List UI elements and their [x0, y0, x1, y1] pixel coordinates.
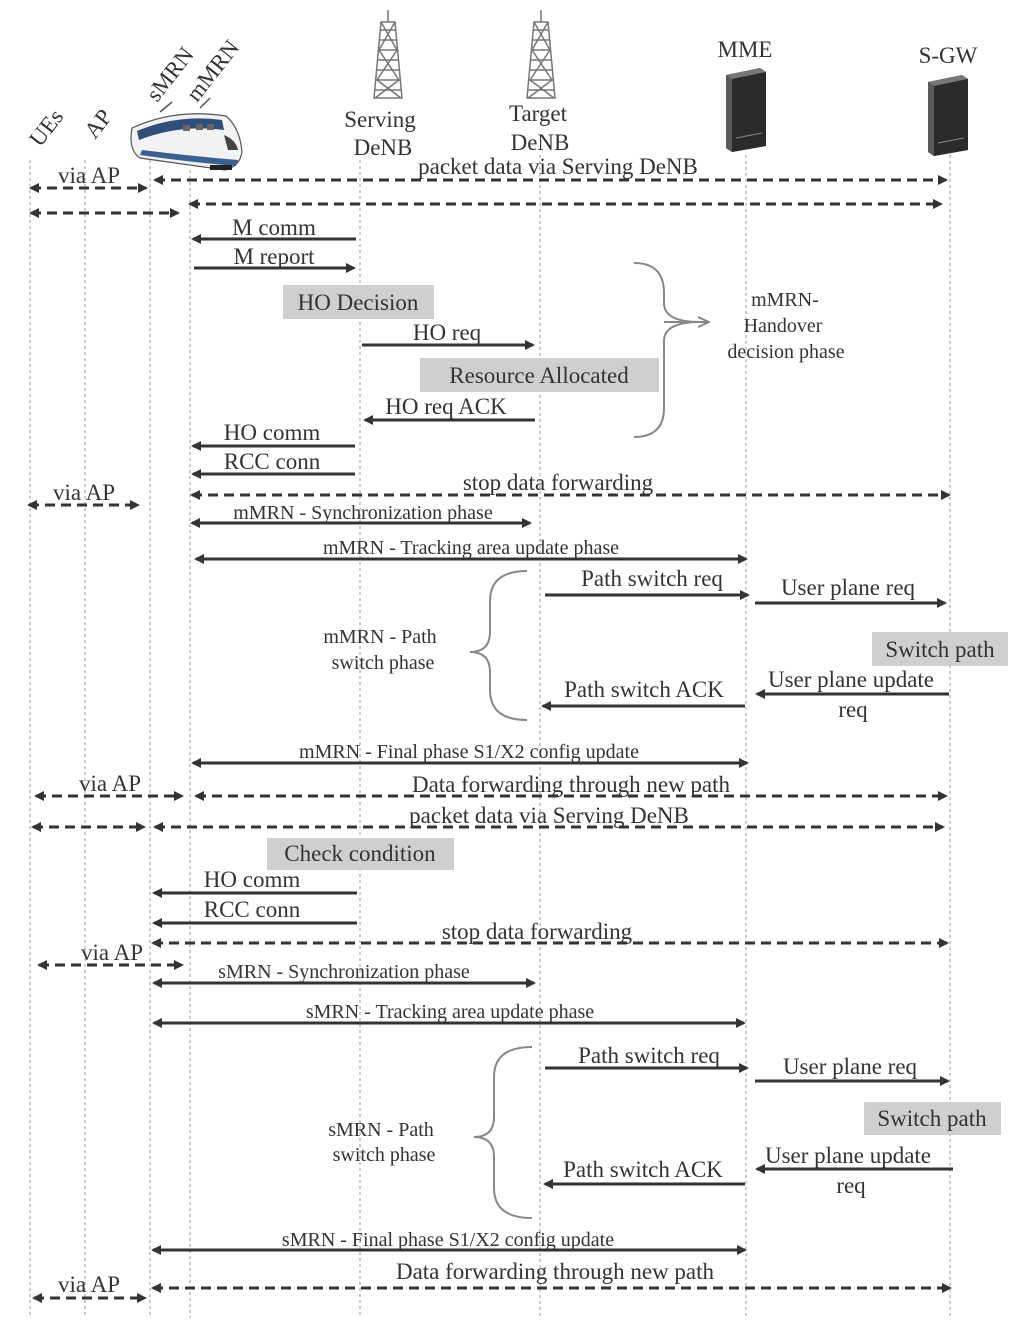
lifelines — [29, 155, 951, 1318]
ho-req-ack-label: HO req ACK — [385, 394, 507, 419]
message-arrows — [27, 175, 953, 1303]
switch-path-box-2 — [864, 1102, 1001, 1135]
user-plane-update-label-1b: req — [838, 697, 868, 722]
ho-decision-label: HO Decision — [298, 290, 419, 315]
data-forwarding-label-2: Data forwarding through new path — [396, 1259, 715, 1284]
mme-label: MME — [718, 37, 773, 62]
data-forwarding-label-1: Data forwarding through new path — [412, 772, 731, 797]
sgw-server-icon — [928, 75, 968, 156]
rcc-conn-label-2: RCC conn — [204, 897, 301, 922]
packet-data-label-2: packet data via Serving DeNB — [409, 803, 689, 828]
mmrn-label: mMRN — [181, 35, 244, 106]
ap-label: AP — [79, 105, 117, 144]
target-denb-label-line1: Target — [509, 101, 568, 126]
message-labels: via AP packet data via Serving DeNB M co… — [53, 154, 934, 1297]
state-boxes: HO Decision Resource Allocated Switch pa… — [267, 285, 1008, 1135]
path-switch-req-label-2: Path switch req — [578, 1043, 720, 1068]
packet-data-label-1: packet data via Serving DeNB — [418, 154, 698, 179]
target-denb-tower-icon — [526, 10, 556, 99]
smrn-path-switch-note-line1: sMRN - Path — [328, 1119, 434, 1141]
handover-decision-note-line1: mMRN- — [751, 289, 819, 311]
smrn-tau-label: sMRN - Tracking area update phase — [306, 1001, 594, 1023]
ues-label: UEs — [24, 104, 68, 151]
handover-decision-note-line2: Handover — [744, 315, 823, 337]
serving-denb-tower-icon — [373, 10, 403, 99]
rcc-conn-label-1: RCC conn — [224, 449, 321, 474]
check-condition-box — [267, 838, 454, 870]
phase-notes: mMRN- Handover decision phase mMRN - Pat… — [323, 289, 844, 1166]
switch-path-label-2: Switch path — [877, 1106, 987, 1131]
check-condition-label: Check condition — [284, 841, 436, 866]
user-plane-req-label-1: User plane req — [781, 575, 916, 600]
stop-forwarding-label-1: stop data forwarding — [463, 470, 654, 495]
smrn-sync-label: sMRN - Synchronization phase — [218, 961, 470, 983]
user-plane-update-label-2a: User plane update — [765, 1143, 931, 1168]
sgw-label: S-GW — [919, 43, 978, 68]
via-ap-label-2: via AP — [53, 480, 115, 505]
mmrn-path-switch-note-line2: switch phase — [332, 652, 435, 674]
serving-denb-label-line1: Serving — [344, 107, 416, 132]
mmrn-sync-label: mMRN - Synchronization phase — [233, 502, 493, 524]
ho-comm-label-2: HO comm — [204, 867, 301, 892]
train-icon — [130, 97, 243, 171]
m-comm-label: M comm — [232, 215, 316, 240]
via-ap-label-3: via AP — [79, 771, 141, 796]
serving-denb-label-line2: DeNB — [354, 135, 413, 160]
smrn-final-label: sMRN - Final phase S1/X2 config update — [282, 1229, 614, 1251]
switch-path-box-1 — [872, 632, 1008, 666]
via-ap-label-4: via AP — [81, 940, 143, 965]
user-plane-update-label-1a: User plane update — [768, 667, 934, 692]
ho-decision-box — [283, 285, 434, 319]
mmrn-tau-label: mMRN - Tracking area update phase — [323, 537, 619, 559]
stop-forwarding-label-2: stop data forwarding — [442, 919, 633, 944]
path-switch-req-label-1: Path switch req — [581, 566, 723, 591]
mmrn-final-label: mMRN - Final phase S1/X2 config update — [299, 741, 639, 763]
ho-req-label: HO req — [413, 320, 482, 345]
mmrn-path-switch-note-line1: mMRN - Path — [323, 626, 436, 648]
resource-allocated-box — [420, 358, 659, 392]
phase-braces — [469, 262, 708, 1219]
handover-decision-note-line3: decision phase — [727, 341, 844, 363]
path-switch-ack-label-2: Path switch ACK — [563, 1157, 723, 1182]
via-ap-label-1: via AP — [58, 163, 120, 188]
brace-mmrn-path-switch — [469, 570, 528, 721]
smrn-path-switch-note-line2: switch phase — [333, 1144, 436, 1166]
m-report-label: M report — [233, 244, 315, 269]
ho-comm-label-1: HO comm — [224, 420, 321, 445]
brace-handover-decision — [633, 262, 701, 438]
switch-path-label-1: Switch path — [885, 637, 995, 662]
mme-server-icon — [726, 68, 766, 152]
user-plane-update-label-2b: req — [836, 1173, 866, 1198]
via-ap-label-5: via AP — [58, 1272, 120, 1297]
participant-headers: UEs AP sMRN mMRN Serving DeNB — [24, 10, 978, 171]
resource-allocated-label: Resource Allocated — [449, 363, 629, 388]
brace-smrn-path-switch — [473, 1046, 533, 1219]
user-plane-req-label-2: User plane req — [783, 1054, 918, 1079]
target-denb-label-line2: DeNB — [511, 130, 570, 155]
path-switch-ack-label-1: Path switch ACK — [564, 677, 724, 702]
